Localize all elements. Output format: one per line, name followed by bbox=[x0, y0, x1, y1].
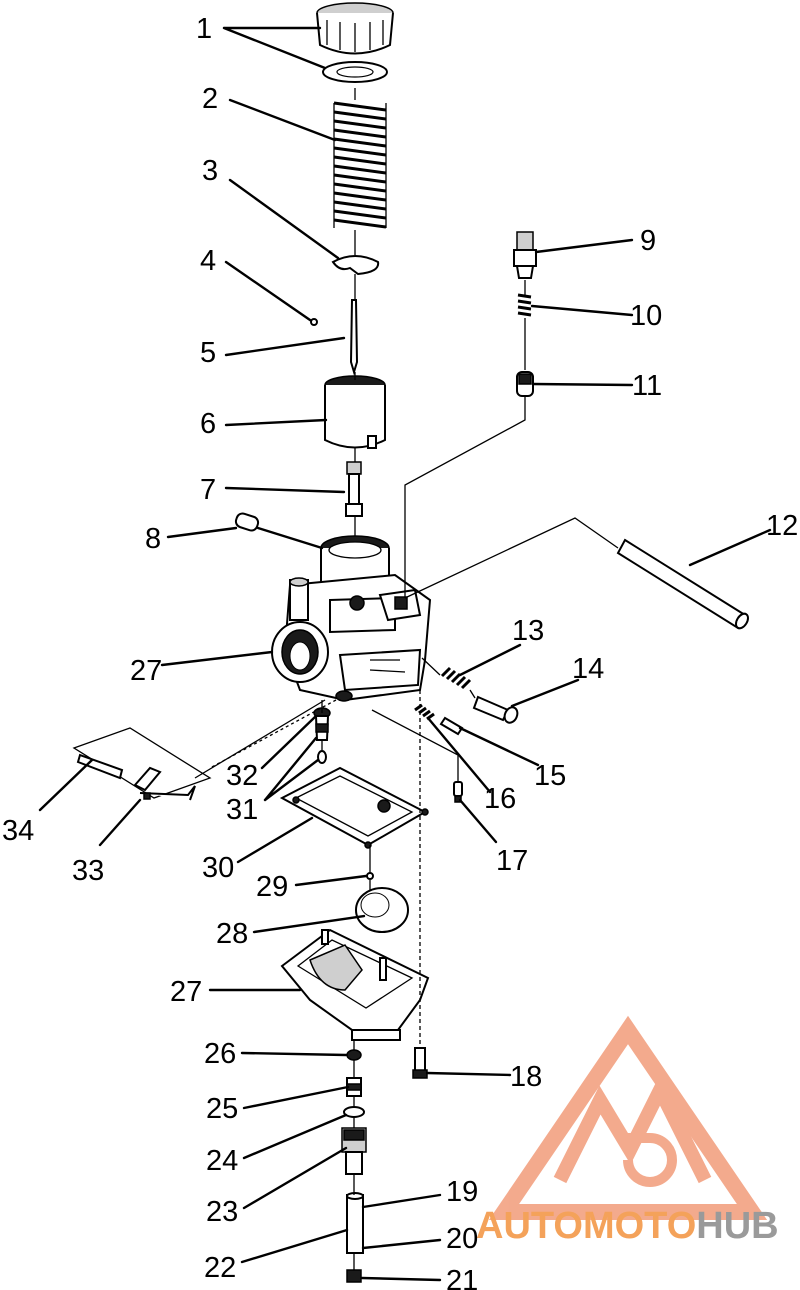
carburetor-body bbox=[271, 535, 432, 702]
part-27-float-bowl bbox=[280, 928, 430, 1041]
label-11: 11 bbox=[632, 370, 662, 402]
label-22: 22 bbox=[204, 1252, 236, 1284]
label-29: 29 bbox=[256, 871, 288, 903]
label-31: 31 bbox=[226, 794, 258, 826]
part-22-tube bbox=[346, 1192, 364, 1254]
part-29-pin bbox=[366, 872, 374, 880]
part-23-needle-jet-holder bbox=[341, 1127, 367, 1175]
label-17: 17 bbox=[496, 845, 528, 877]
label-33: 33 bbox=[72, 855, 104, 887]
label-32: 32 bbox=[226, 760, 258, 792]
label-5: 5 bbox=[200, 337, 216, 369]
label-18: 18 bbox=[510, 1061, 542, 1093]
part-8-cap bbox=[234, 512, 260, 532]
label-34: 34 bbox=[2, 815, 34, 847]
label-16: 16 bbox=[484, 783, 516, 815]
part-12-tube bbox=[616, 538, 749, 630]
label-9: 9 bbox=[640, 225, 656, 257]
part-9-fitting bbox=[513, 231, 537, 279]
label-2: 2 bbox=[202, 83, 218, 115]
label-3: 3 bbox=[202, 155, 218, 187]
part-13-spring bbox=[440, 666, 472, 690]
label-20: 20 bbox=[446, 1223, 478, 1255]
watermark-part2: HUB bbox=[696, 1205, 778, 1247]
label-1: 1 bbox=[196, 13, 212, 45]
label-13: 13 bbox=[512, 615, 544, 647]
label-30: 30 bbox=[202, 852, 234, 884]
label-21: 21 bbox=[446, 1265, 478, 1290]
part-2-spring bbox=[333, 100, 387, 230]
part-18-screw bbox=[412, 1047, 428, 1079]
callout-labels: 1 2 3 4 5 6 7 8 9 10 11 12 13 14 15 16 1… bbox=[2, 13, 798, 1290]
label-28: 28 bbox=[216, 918, 248, 950]
label-19: 19 bbox=[446, 1176, 478, 1208]
part-21-jet bbox=[346, 1269, 362, 1283]
label-8: 8 bbox=[145, 523, 161, 555]
label-24: 24 bbox=[206, 1145, 238, 1177]
label-7: 7 bbox=[200, 474, 216, 506]
label-6: 6 bbox=[200, 408, 216, 440]
label-4: 4 bbox=[200, 245, 216, 277]
part-28-float bbox=[355, 887, 409, 933]
part-34-bracket bbox=[72, 727, 212, 801]
part-15-spring-screw bbox=[414, 703, 464, 736]
part-6-slide bbox=[324, 375, 386, 449]
label-26: 26 bbox=[204, 1038, 236, 1070]
watermark-text: AUTOMOTOHUB bbox=[476, 1205, 779, 1247]
label-14: 14 bbox=[572, 653, 604, 685]
part-30-gasket bbox=[279, 766, 429, 849]
part-14-screw bbox=[472, 695, 519, 724]
label-27a: 27 bbox=[130, 655, 162, 687]
part-10-spring bbox=[517, 293, 532, 317]
label-10: 10 bbox=[630, 300, 662, 332]
part-1-cap bbox=[316, 2, 394, 83]
label-25: 25 bbox=[206, 1093, 238, 1125]
guide-lines bbox=[194, 88, 619, 1270]
part-3-retainer bbox=[331, 255, 380, 276]
label-12: 12 bbox=[766, 510, 798, 542]
watermark-part1: AUTOMOTO bbox=[476, 1205, 696, 1247]
part-11-plunger bbox=[516, 371, 534, 397]
label-23: 23 bbox=[206, 1196, 238, 1228]
part-26-washer bbox=[346, 1049, 362, 1061]
label-27b: 27 bbox=[170, 976, 202, 1008]
label-15: 15 bbox=[534, 760, 566, 792]
part-5-needle bbox=[349, 299, 359, 376]
part-4-clip bbox=[310, 318, 318, 326]
part-17-jet bbox=[453, 781, 463, 803]
leader-lines bbox=[38, 26, 772, 1282]
automotohub-watermark-logo bbox=[488, 1015, 768, 1220]
part-7-needle-jet bbox=[345, 461, 363, 517]
